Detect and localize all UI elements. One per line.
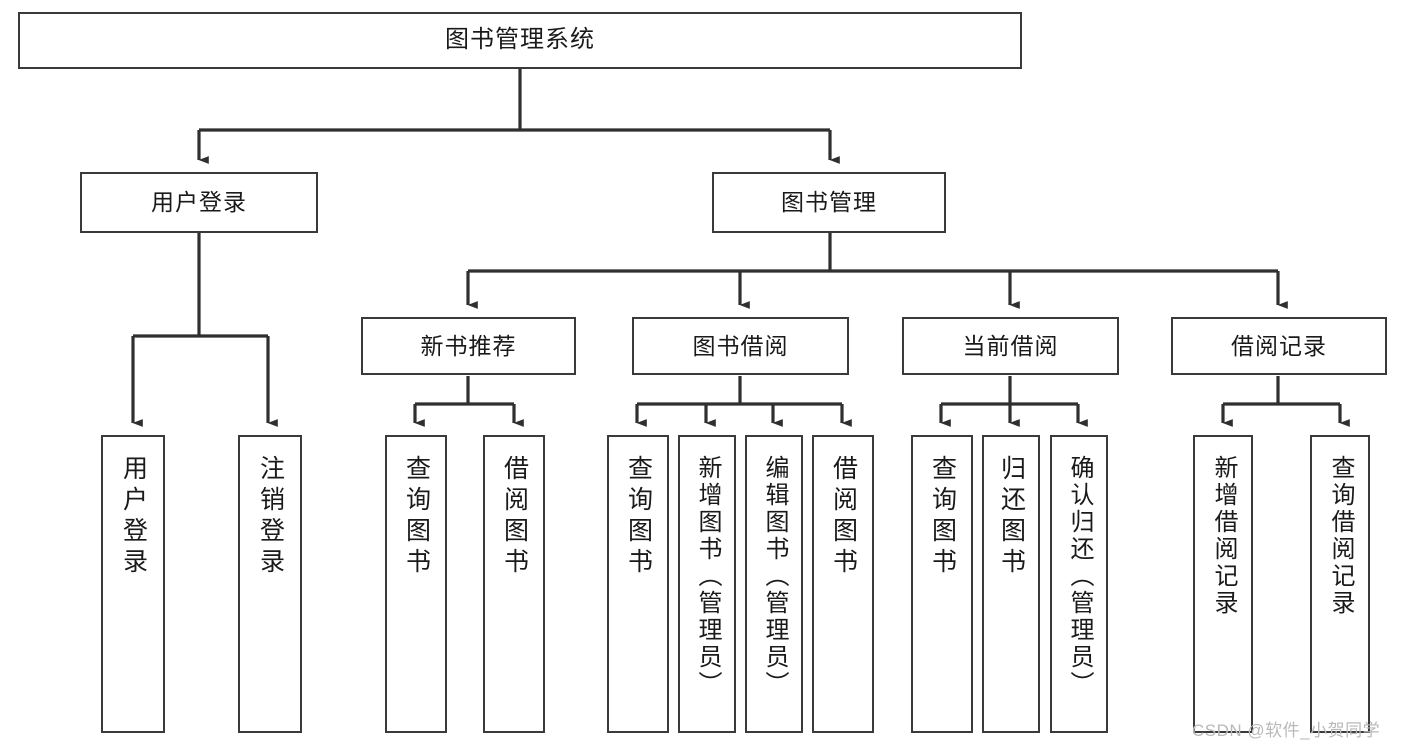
leaf-query-book-recommend[interactable]: 查询图书 <box>385 435 447 733</box>
leaf-query-borrow-record-label: 查询借阅记录 <box>1327 455 1354 617</box>
leaf-confirm-return-admin-label: 确认归还（管理员） <box>1066 455 1093 698</box>
node-root-system-label: 图书管理系统 <box>445 26 595 54</box>
leaf-logout-login[interactable]: 注销登录 <box>238 435 302 733</box>
leaf-user-login-label: 用户登录 <box>119 455 148 579</box>
node-new-book-recommend-label: 新书推荐 <box>420 332 517 359</box>
node-new-book-recommend[interactable]: 新书推荐 <box>361 317 576 375</box>
leaf-query-borrow-record[interactable]: 查询借阅记录 <box>1310 435 1370 733</box>
csdn-watermark: CSDN @软件_小贺同学 <box>1192 721 1381 740</box>
node-borrow-record[interactable]: 借阅记录 <box>1171 317 1387 375</box>
leaf-query-book-recommend-label: 查询图书 <box>402 455 431 579</box>
leaf-edit-book-admin-label: 编辑图书（管理员） <box>761 455 788 698</box>
node-current-borrow-label: 当前借阅 <box>962 332 1059 359</box>
leaf-query-book-borrow-label: 查询图书 <box>624 455 653 579</box>
leaf-return-book-label: 归还图书 <box>997 455 1026 579</box>
leaf-borrow-book-recommend-label: 借阅图书 <box>500 455 529 579</box>
node-book-manage[interactable]: 图书管理 <box>712 172 946 233</box>
leaf-query-book-borrow[interactable]: 查询图书 <box>607 435 669 733</box>
leaf-borrow-book-borrow-label: 借阅图书 <box>829 455 858 579</box>
node-current-borrow[interactable]: 当前借阅 <box>902 317 1119 375</box>
node-borrow-record-label: 借阅记录 <box>1231 332 1327 359</box>
node-book-borrow-label: 图书借阅 <box>692 332 789 359</box>
leaf-query-book-current-label: 查询图书 <box>928 455 957 579</box>
leaf-borrow-book-borrow[interactable]: 借阅图书 <box>812 435 874 733</box>
node-user-login-label: 用户登录 <box>151 189 247 216</box>
leaf-borrow-book-recommend[interactable]: 借阅图书 <box>483 435 545 733</box>
leaf-return-book[interactable]: 归还图书 <box>982 435 1040 733</box>
leaf-add-borrow-record[interactable]: 新增借阅记录 <box>1193 435 1253 733</box>
node-user-login[interactable]: 用户登录 <box>80 172 318 233</box>
node-book-borrow[interactable]: 图书借阅 <box>632 317 849 375</box>
leaf-add-book-admin[interactable]: 新增图书（管理员） <box>678 435 736 733</box>
leaf-add-borrow-record-label: 新增借阅记录 <box>1210 455 1237 617</box>
node-root-system[interactable]: 图书管理系统 <box>18 12 1022 69</box>
leaf-add-book-admin-label: 新增图书（管理员） <box>694 455 721 698</box>
leaf-logout-login-label: 注销登录 <box>256 455 285 579</box>
leaf-confirm-return-admin[interactable]: 确认归还（管理员） <box>1050 435 1108 733</box>
node-book-manage-label: 图书管理 <box>781 189 877 216</box>
leaf-user-login[interactable]: 用户登录 <box>101 435 165 733</box>
leaf-query-book-current[interactable]: 查询图书 <box>911 435 973 733</box>
leaf-edit-book-admin[interactable]: 编辑图书（管理员） <box>745 435 803 733</box>
